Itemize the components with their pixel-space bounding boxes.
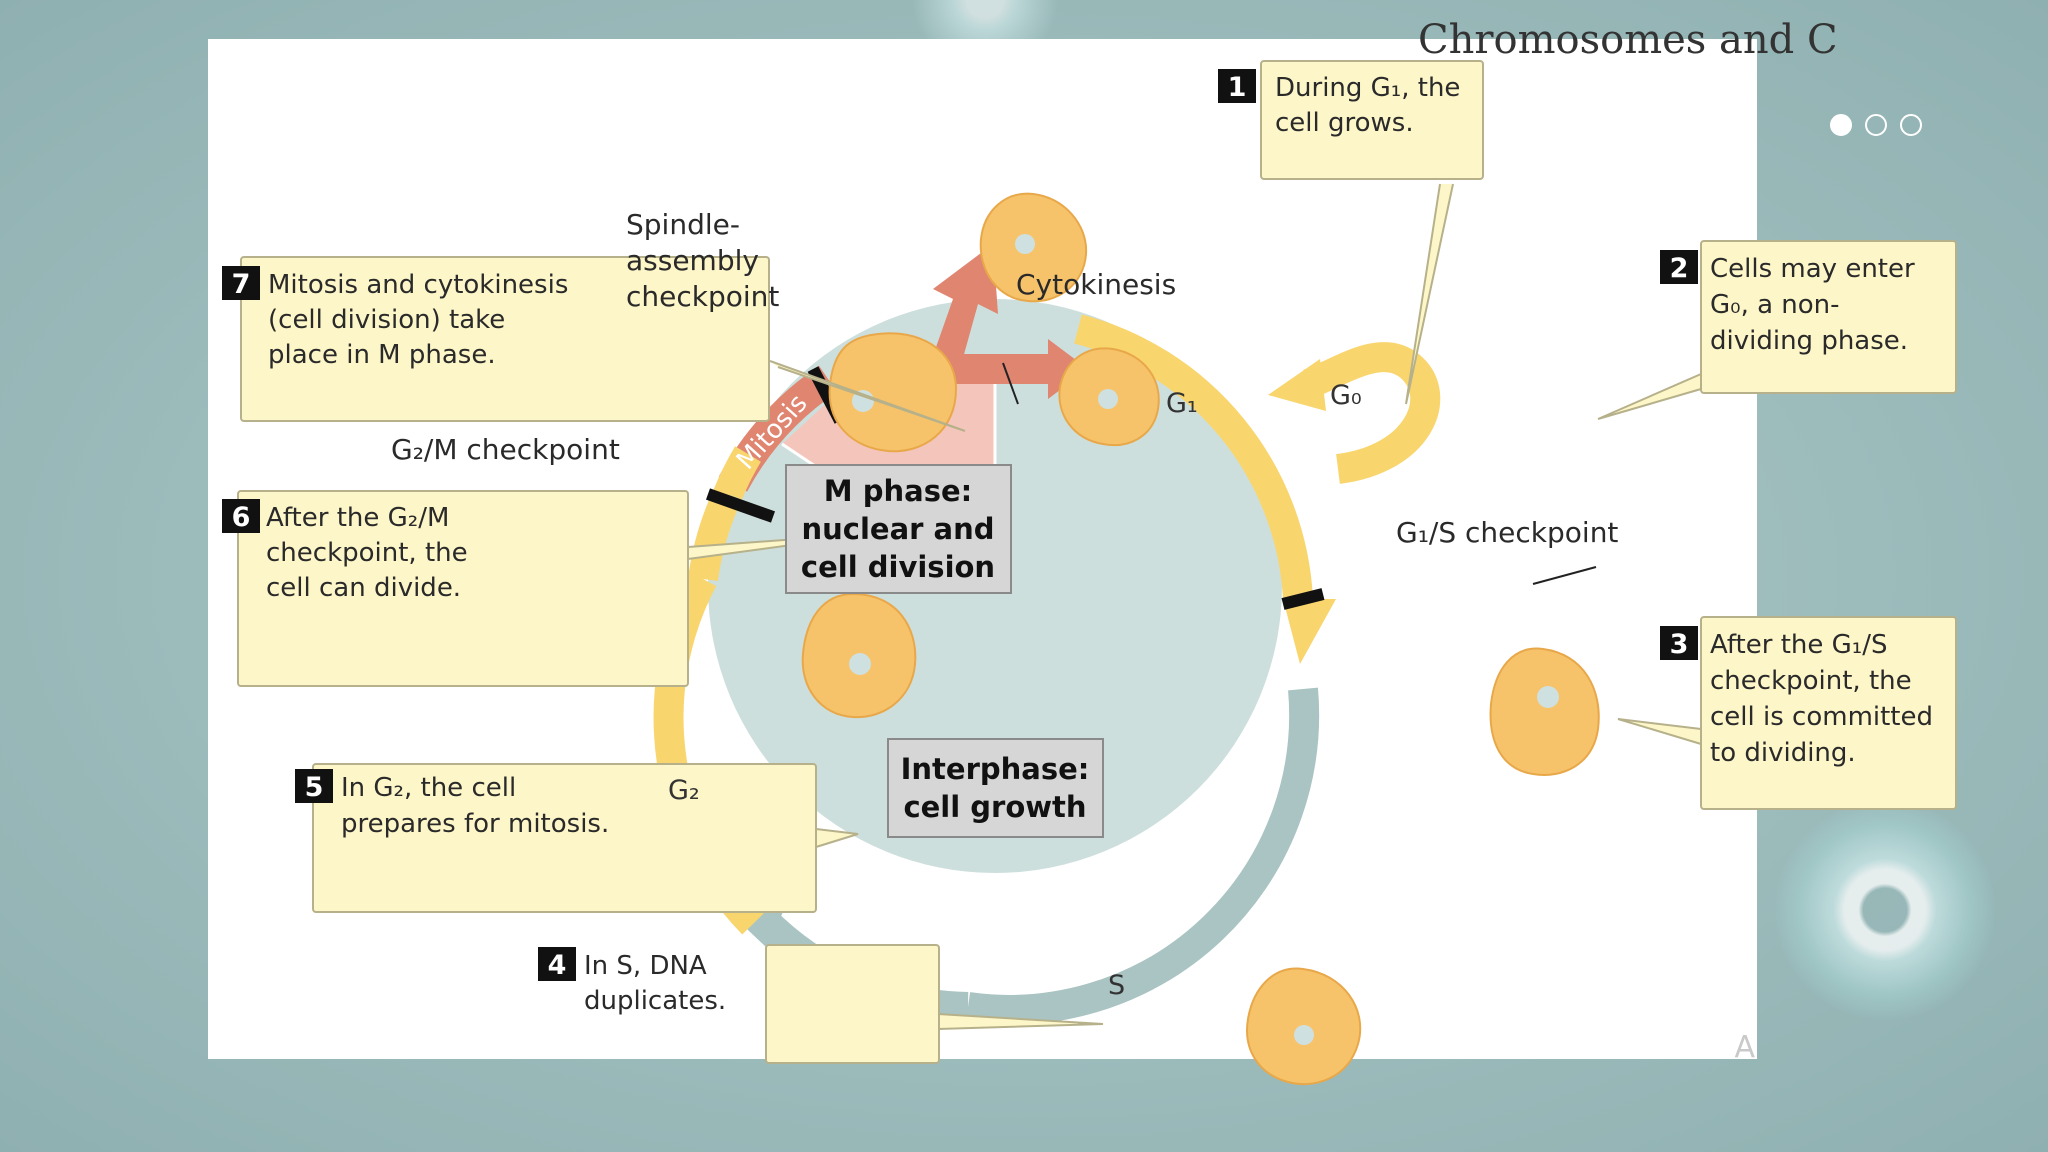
g0-arrowhead [1268,359,1326,411]
callout-4 [765,944,940,1064]
diagram-labels: 1 During G₁, the cell grows. 2 Cells may… [222,69,1933,1016]
step-number-badge [295,769,333,803]
callout-6 [237,490,689,687]
leader-line-7 [769,360,966,432]
slide-pager [1830,114,1922,136]
m-phase-line-3: cell division [801,550,995,584]
g2m-checkpoint-label: G₂/M checkpoint [391,433,620,466]
s-stage-label: S [1108,970,1125,1001]
m-phase-box [785,464,1012,594]
step-number-badge [538,947,576,981]
step-2-line-1: Cells may enter [1710,254,1915,284]
g2m-checkpoint-bar [705,488,776,523]
step-6-line-2: checkpoint, the [266,538,468,568]
step-3-line-4: to dividing. [1710,738,1856,768]
step-1-line-2: cell grows. [1275,108,1414,138]
slide-title: Chromosomes and C [1418,17,1838,63]
background-bubble [1775,800,1995,1020]
cytokinesis-label: Cytokinesis [1016,268,1176,301]
mitosis-label: Mitosis [731,389,814,476]
spindle-checkpoint-label-1: Spindle- [626,208,740,241]
step-3-line-3: cell is committed [1710,702,1933,732]
step-2-line-2: G₀, a non- [1710,290,1840,320]
leader-line-5 [815,828,859,848]
step-3-line-1: After the G₁/S [1710,630,1887,660]
callout-3 [1700,616,1957,810]
step-7-number: 7 [232,269,251,300]
step-number-badge [1660,250,1698,284]
step-5-line-2: prepares for mitosis. [341,809,609,839]
interphase-box [887,738,1104,838]
leader-line-3 [1617,718,1702,745]
step-6-line-1: After the G₂/M [266,503,449,533]
cell [1058,347,1160,446]
leader-line-1 [1405,183,1454,405]
callout-1 [1260,60,1484,180]
step-2-number: 2 [1670,253,1689,284]
step-3-number: 3 [1670,629,1689,660]
g0-stage-label: G₀ [1330,380,1362,411]
step-1-line-1: During G₁, the [1275,73,1460,103]
callout-5 [312,763,817,913]
cell [1246,967,1362,1086]
step-4-number: 4 [548,950,567,981]
cell [979,192,1088,303]
step-7-line-2: (cell division) take [268,305,505,335]
cell [828,332,958,453]
callout-7 [240,256,770,422]
g1-arrowhead [1283,599,1336,664]
step-number-badge [222,266,260,300]
step-7-line-1: Mitosis and cytokinesis [268,270,568,300]
g1-arc [1074,314,1313,600]
cell-cycle-diagram [237,60,1957,1086]
callout-2 [1700,240,1957,394]
step-6-number: 6 [232,502,251,533]
g1s-checkpoint-label: G₁/S checkpoint [1396,516,1618,549]
step-5-number: 5 [305,772,324,803]
g1-stage-label: G₁ [1166,388,1198,419]
leader-line-2 [1597,373,1702,420]
slide-corner-text: A [1734,1030,1755,1065]
step-4-line-2: duplicates. [584,986,726,1016]
m-phase-line-1: M phase: [824,474,972,508]
interphase-line-2: cell growth [903,790,1086,824]
step-number-badge [222,499,260,533]
cell [1489,647,1600,776]
step-number-badge [1660,626,1698,660]
s-arc [965,687,1320,1025]
spindle-checkpoint-label-3: checkpoint [626,280,779,313]
spindle-checkpoint-label-2: assembly [626,244,759,277]
step-2-line-3: dividing phase. [1710,326,1908,356]
slide: Chromosomes and C A [208,17,1957,1086]
pager-dot-2[interactable] [1865,114,1887,136]
g2-stage-label: G₂ [668,775,700,806]
g2m-band [714,446,761,500]
pager-dot-3[interactable] [1900,114,1922,136]
interphase-line-1: Interphase: [901,752,1090,786]
m-phase-line-2: nuclear and [801,512,994,546]
g1s-leader [1532,566,1597,585]
step-1-number: 1 [1228,72,1247,103]
step-3-line-2: checkpoint, the [1710,666,1912,696]
cytokinesis-arrow-right [943,339,1088,399]
step-5-line-1: In G₂, the cell [341,773,516,803]
cell [801,592,917,719]
step-number-badge [1218,69,1256,103]
step-7-line-3: place in M phase. [268,340,496,370]
step-4-line-1: In S, DNA [584,951,707,981]
step-6-line-3: cell can divide. [266,573,461,603]
g1s-checkpoint-bar [1281,588,1325,610]
pager-dot-1[interactable] [1830,114,1852,136]
spindle-leader [1002,362,1019,405]
